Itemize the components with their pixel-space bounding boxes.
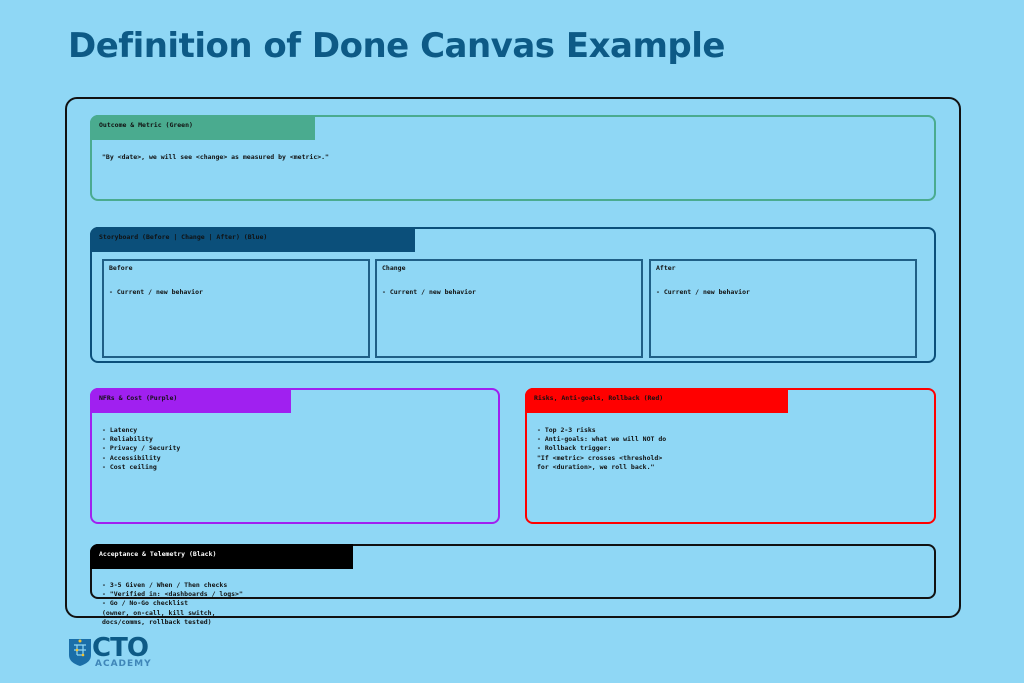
list-item: docs/comms, rollback tested) (102, 617, 212, 626)
nfrs-list: - Latency- Reliability- Privacy / Securi… (102, 426, 180, 472)
panel-item: - Current / new behavior (382, 288, 476, 296)
acceptance-section: Acceptance & Telemetry (Black) - 3-5 Giv… (90, 544, 936, 626)
panel-label: Change (382, 264, 406, 272)
panel-item: - Current / new behavior (109, 288, 203, 296)
outcome-text: "By <date>, we will see <change> as meas… (102, 153, 329, 161)
storyboard-before: Before - Current / new behavior (102, 259, 370, 358)
list-item: - Accessibility (102, 453, 161, 462)
outcome-section: Outcome & Metric (Green) "By <date>, we … (90, 115, 936, 201)
canvas-frame (65, 97, 961, 618)
storyboard-change: Change - Current / new behavior (375, 259, 643, 358)
cto-academy-logo: CTO ACADEMY (68, 633, 152, 669)
list-item: - Privacy / Security (102, 444, 181, 453)
panel-label: After (656, 264, 676, 272)
list-item: - Top 2-3 risks (537, 426, 596, 434)
logo-name: CTO (92, 633, 149, 663)
shield-icon (69, 639, 91, 666)
risks-section: Risks, Anti-goals, Rollback (Red) - Top … (525, 388, 936, 524)
list-item: - Anti-goals: what we will NOT do (537, 435, 667, 444)
panel-item: - Current / new behavior (656, 288, 750, 296)
storyboard-section: Storyboard (Before | Change | After) (Bl… (90, 227, 936, 363)
list-item: - 3-5 Given / When / Then checks (102, 581, 228, 589)
nfrs-section: NFRs & Cost (Purple) - Latency- Reliabil… (90, 388, 500, 524)
page-title: Definition of Done Canvas Example (68, 26, 725, 66)
panel-label: Before (109, 264, 133, 272)
storyboard-after: After - Current / new behavior (649, 259, 917, 358)
logo-sub: ACADEMY (95, 659, 152, 669)
list-item: (owner, on-call, kill switch, (102, 608, 216, 617)
list-item: - Go / No-Go checklist (102, 599, 189, 608)
acceptance-header: Acceptance & Telemetry (Black) (90, 544, 353, 569)
list-item: - Rollback trigger: (537, 444, 612, 453)
risks-list: - Top 2-3 risks- Anti-goals: what we wil… (537, 426, 666, 472)
outcome-header: Outcome & Metric (Green) (90, 115, 315, 140)
list-item: - Reliability (102, 435, 153, 444)
storyboard-header: Storyboard (Before | Change | After) (Bl… (90, 227, 415, 252)
acceptance-list: - 3-5 Given / When / Then checks- "Verif… (102, 581, 243, 627)
list-item: - Latency (102, 426, 138, 434)
list-item: - Cost ceiling (102, 462, 157, 471)
list-item: - "Verified in: <dashboards / logs>" (102, 590, 243, 599)
list-item: for <duration>, we roll back." (537, 462, 655, 471)
nfrs-header: NFRs & Cost (Purple) (90, 388, 291, 413)
list-item: "If <metric> crosses <threshold> (537, 453, 663, 462)
risks-header: Risks, Anti-goals, Rollback (Red) (525, 388, 788, 413)
